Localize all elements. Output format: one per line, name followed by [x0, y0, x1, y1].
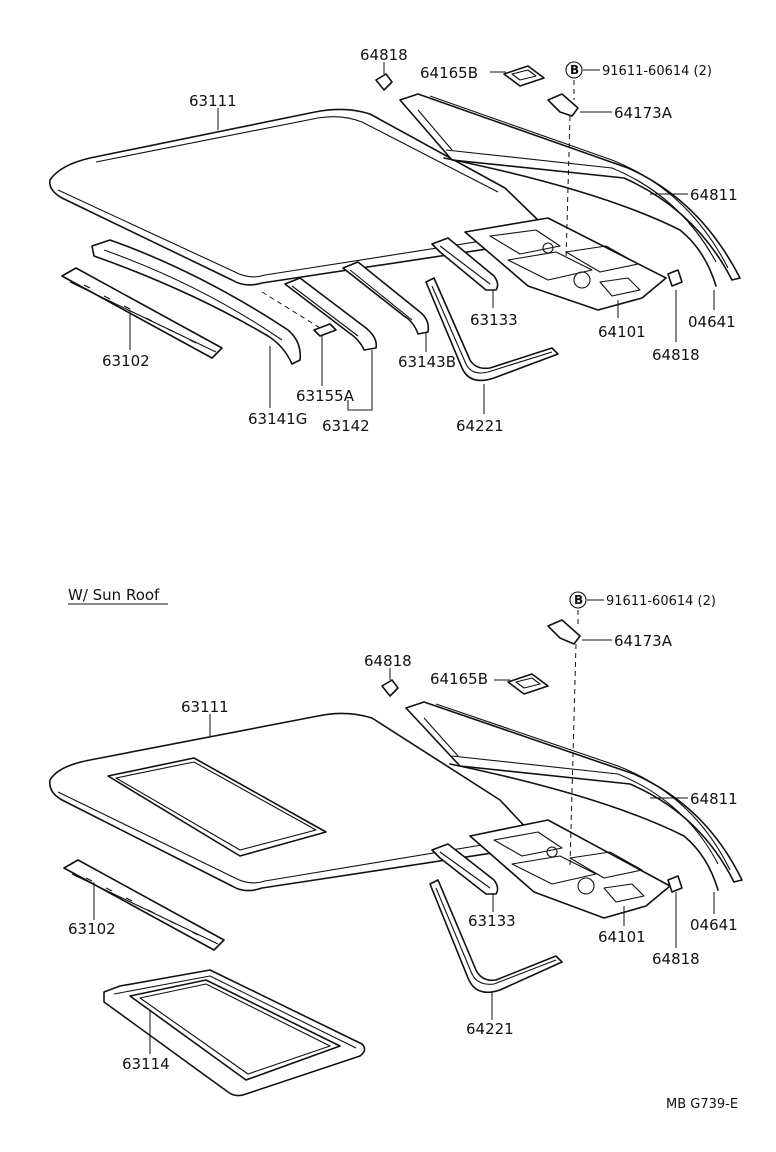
label-64818-low: 64818 — [652, 346, 700, 364]
label-63141G: 63141G — [248, 410, 307, 428]
package-tray-64101-lower — [469, 819, 671, 919]
roof-bow-63143B-upper — [342, 261, 430, 335]
label-64811-lower: 64811 — [690, 790, 738, 808]
bolt-symbol-upper: B — [565, 61, 583, 79]
label-bolt-spec: 91611-60614 (2) — [602, 64, 712, 79]
label-63102-lower: 63102 — [68, 920, 116, 938]
clip-64818-top-lower — [381, 679, 399, 697]
label-04641: 04641 — [688, 313, 736, 331]
label-63133-lower: 63133 — [468, 912, 516, 930]
package-tray-64101-upper — [464, 217, 667, 311]
sunroof-frame-63114-lower — [103, 969, 366, 1097]
label-64173A: 64173A — [614, 104, 673, 122]
upper-diagram: B 63111 64818 64165B 91611-60614 (2) 641… — [48, 46, 741, 435]
label-63102: 63102 — [102, 352, 150, 370]
pillar-trim-64221-lower — [429, 879, 563, 994]
label-63143B: 63143B — [398, 353, 456, 371]
back-window-frame-64811-lower — [405, 701, 743, 883]
label-63111-lower: 63111 — [181, 698, 229, 716]
clip-63155A-upper — [313, 323, 337, 337]
label-63155A: 63155A — [296, 387, 355, 405]
clip-64818-low-upper — [667, 269, 683, 287]
side-inner-63133-upper — [431, 237, 499, 291]
clip-64818-low-lower — [667, 875, 683, 893]
label-63133: 63133 — [470, 311, 518, 329]
bolt-mark-letter-lower: B — [574, 593, 583, 607]
label-64165B-lower: 64165B — [430, 670, 488, 688]
label-64165B: 64165B — [420, 64, 478, 82]
roof-bow-63142-upper — [284, 277, 378, 351]
label-64221-lower: 64221 — [466, 1020, 514, 1038]
clip-64818-top-upper — [375, 73, 393, 91]
bolt-mark-letter: B — [570, 63, 579, 77]
label-64818-low-lower: 64818 — [652, 950, 700, 968]
dashed-link-63155A-upper — [261, 291, 321, 329]
label-64811: 64811 — [690, 186, 738, 204]
label-64818-top-lower: 64818 — [364, 652, 412, 670]
lower-diagram: W/ Sun Roof — [48, 586, 743, 1097]
dashed-bolt-line-upper — [565, 80, 575, 261]
label-bolt-spec-lower: 91611-60614 (2) — [606, 594, 716, 609]
bracket-64173A-upper — [547, 93, 579, 117]
section-title-sunroof: W/ Sun Roof — [68, 586, 160, 604]
label-64818-top: 64818 — [360, 46, 408, 64]
label-63111: 63111 — [189, 92, 237, 110]
bracket-64173A-lower — [547, 619, 581, 645]
cover-64165B-upper — [503, 65, 545, 87]
pillar-trim-64221-upper — [425, 277, 559, 382]
cover-64165B-lower — [507, 673, 549, 695]
roof-panel-63111-lower — [48, 712, 532, 892]
label-64101-lower: 64101 — [598, 928, 646, 946]
label-64101: 64101 — [598, 323, 646, 341]
dashed-bolt-line-lower — [569, 610, 579, 867]
label-63142: 63142 — [322, 417, 370, 435]
weatherstrip-04641-upper — [443, 157, 717, 287]
roof-bow-63141G-upper — [91, 239, 302, 365]
label-64173A-lower: 64173A — [614, 632, 673, 650]
label-04641-lower: 04641 — [690, 916, 738, 934]
front-header-63102-lower — [63, 859, 225, 951]
bolt-symbol-lower: B — [569, 591, 587, 609]
front-header-63102-upper — [61, 267, 223, 359]
label-63114-lower: 63114 — [122, 1055, 170, 1073]
weatherstrip-04641-lower — [449, 763, 719, 891]
drawing-code: MB G739-E — [666, 1097, 738, 1112]
label-64221: 64221 — [456, 417, 504, 435]
side-inner-63133-lower — [431, 843, 499, 895]
